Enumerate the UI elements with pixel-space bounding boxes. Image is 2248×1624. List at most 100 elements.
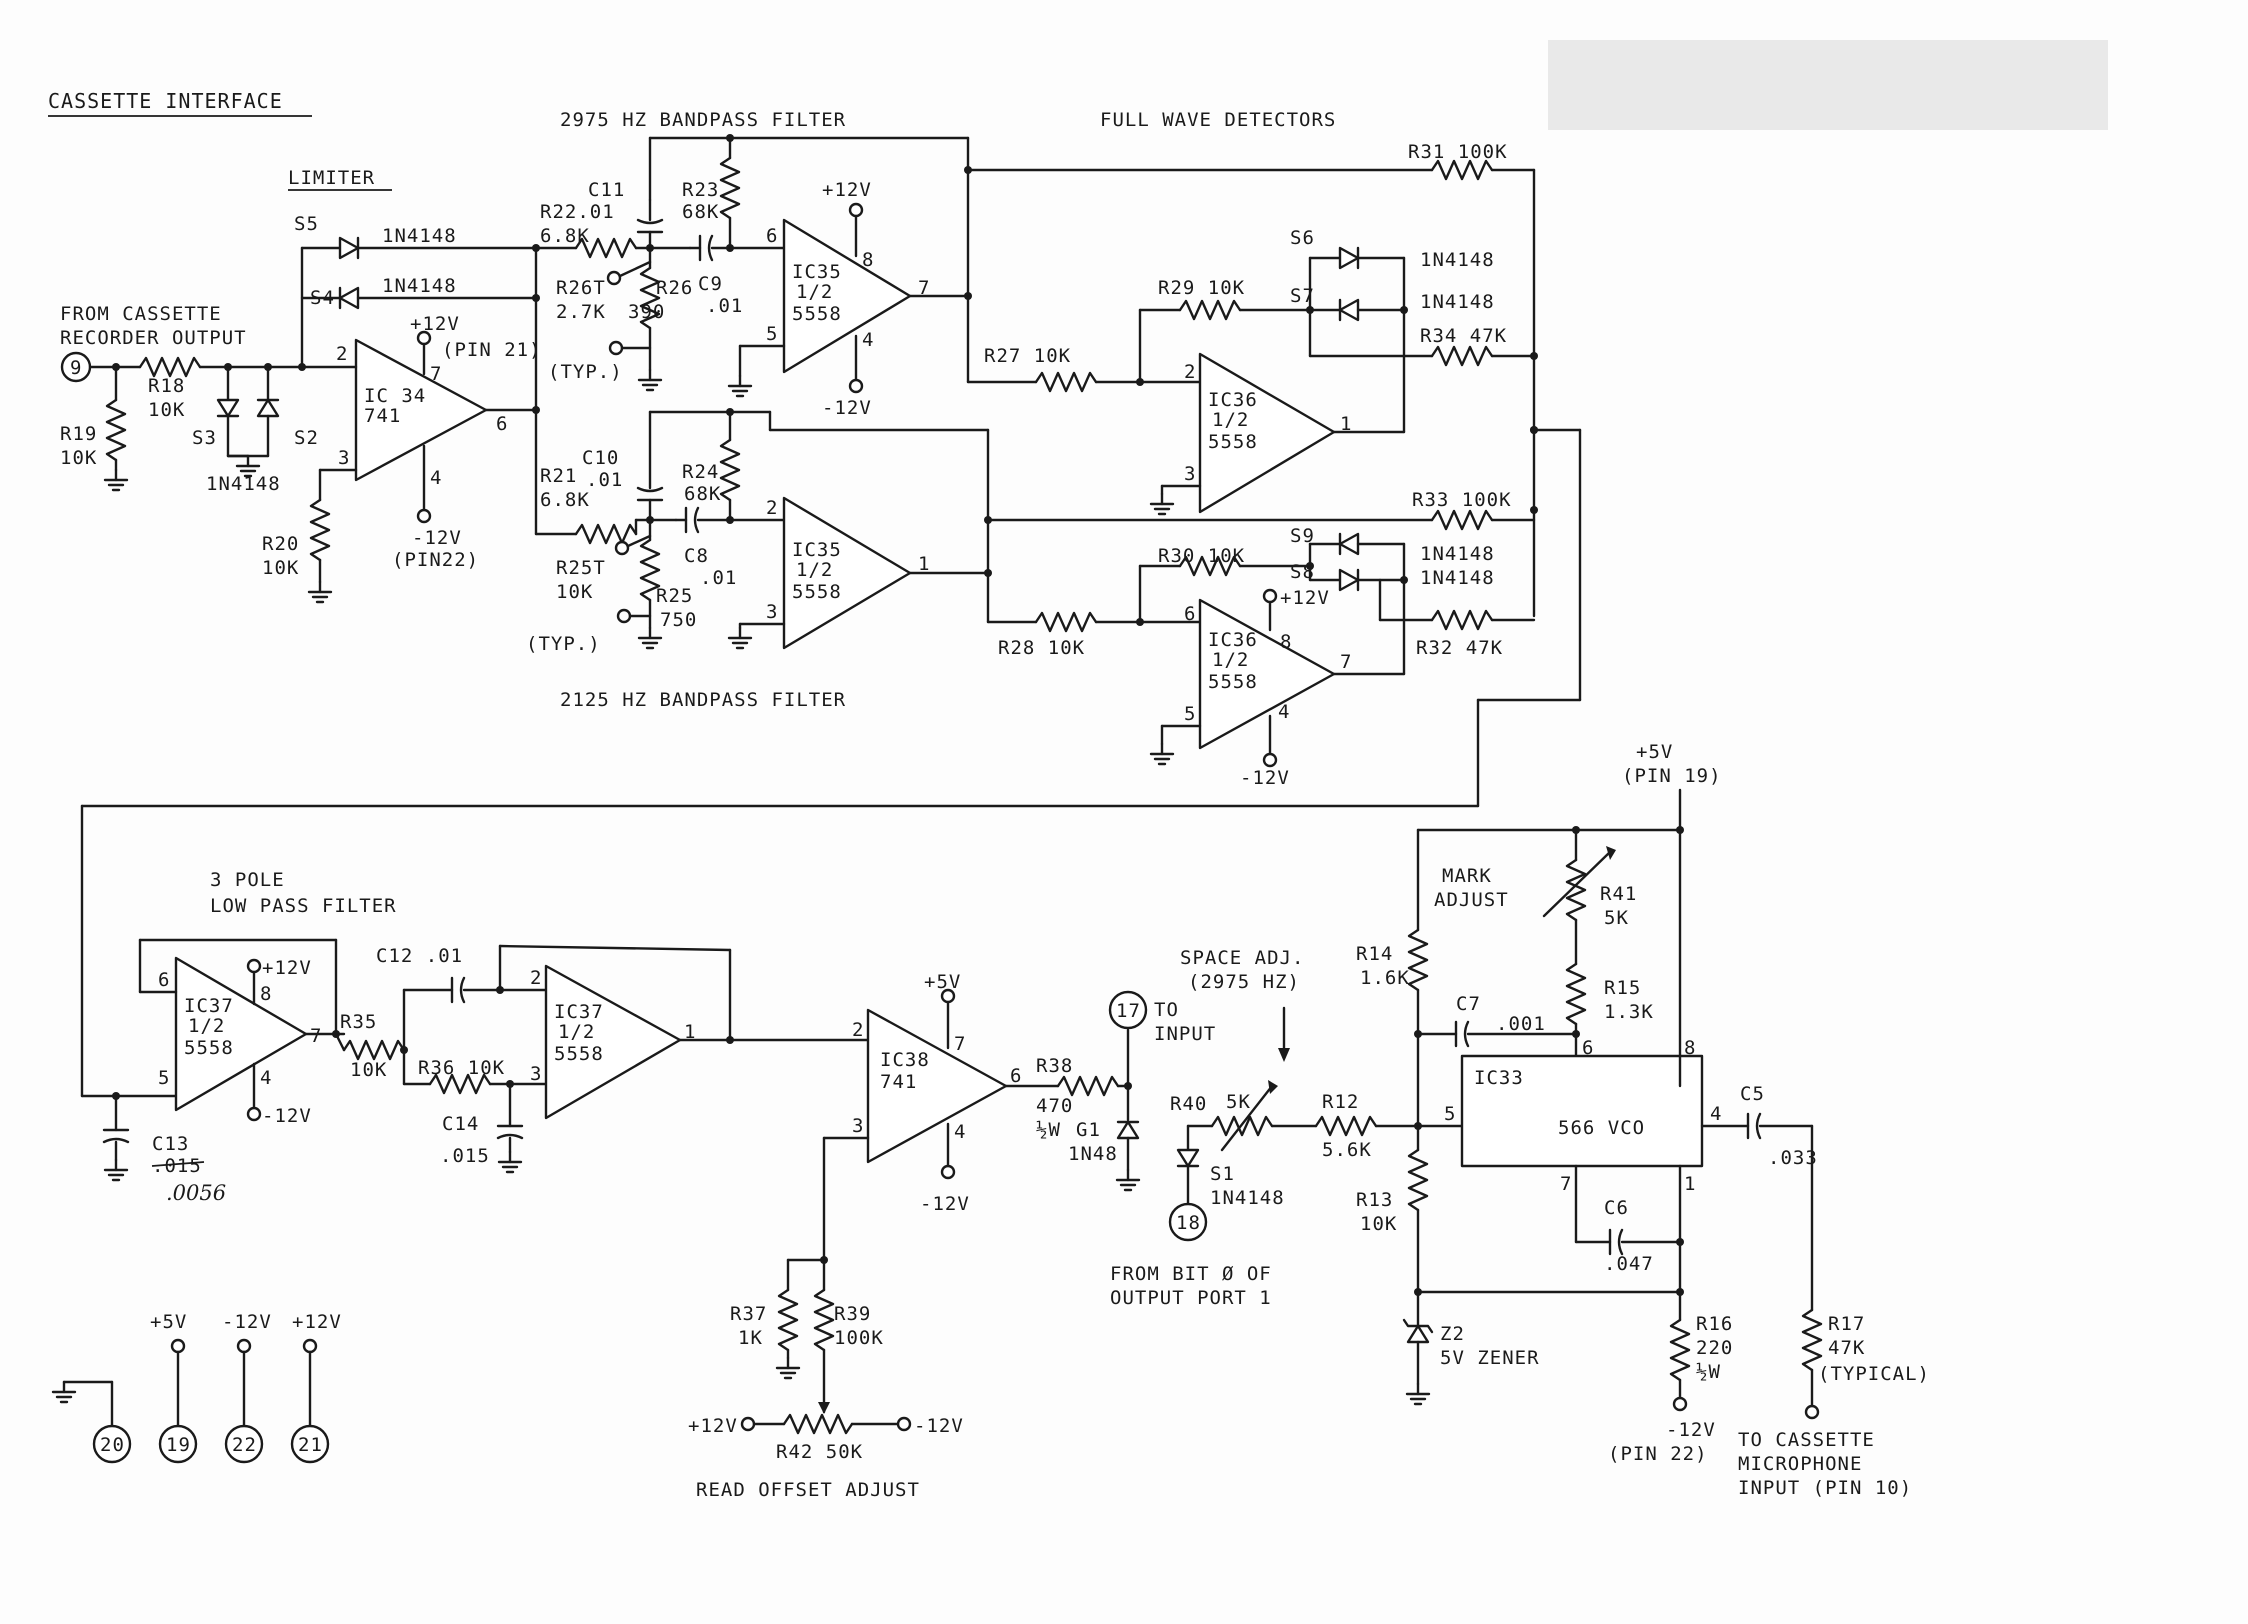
svg-text:68K: 68K bbox=[682, 201, 719, 223]
svg-text:2.7K: 2.7K bbox=[556, 301, 606, 323]
space-adj-label-1: SPACE ADJ. bbox=[1180, 947, 1304, 969]
mark-adjust-label-2: ADJUST bbox=[1434, 889, 1509, 911]
resistor-r23 bbox=[719, 156, 741, 220]
svg-text:½W: ½W bbox=[1036, 1119, 1061, 1141]
svg-text:+5V: +5V bbox=[1636, 741, 1673, 763]
svg-text:C9: C9 bbox=[698, 273, 723, 295]
svg-text:C12 .01: C12 .01 bbox=[376, 945, 463, 967]
svg-text:1: 1 bbox=[918, 553, 930, 575]
svg-text:S4: S4 bbox=[310, 287, 335, 309]
svg-text:8: 8 bbox=[862, 249, 874, 271]
resistor-r17 bbox=[1801, 1308, 1823, 1372]
svg-text:(PIN 21): (PIN 21) bbox=[442, 339, 542, 361]
svg-text:C14: C14 bbox=[442, 1113, 479, 1135]
zener-z2 bbox=[1406, 1324, 1430, 1344]
svg-text:2: 2 bbox=[530, 967, 542, 989]
resistor-r34 bbox=[1430, 345, 1494, 367]
ic33-566-vco bbox=[1460, 1054, 1704, 1168]
svg-text:7: 7 bbox=[918, 277, 930, 299]
svg-text:-12V: -12V bbox=[920, 1193, 970, 1215]
svg-text:-12V: -12V bbox=[262, 1105, 312, 1127]
svg-text:4: 4 bbox=[430, 467, 442, 489]
svg-text:566 VCO: 566 VCO bbox=[1558, 1117, 1645, 1139]
svg-text:R26T: R26T bbox=[556, 277, 606, 299]
svg-text:S7: S7 bbox=[1290, 285, 1315, 307]
resistor-r29 bbox=[1178, 299, 1242, 321]
svg-text:R24: R24 bbox=[682, 461, 719, 483]
svg-text:-12V: -12V bbox=[1666, 1419, 1716, 1441]
svg-text:S5: S5 bbox=[294, 213, 319, 235]
svg-text:1.6K: 1.6K bbox=[1360, 967, 1410, 989]
svg-text:R25T: R25T bbox=[556, 557, 606, 579]
svg-text:+12V: +12V bbox=[262, 957, 312, 979]
diode-s1 bbox=[1176, 1148, 1200, 1168]
to-cassette-label-2: MICROPHONE bbox=[1738, 1453, 1862, 1475]
svg-text:4: 4 bbox=[1278, 701, 1290, 723]
to-cassette-label-1: TO CASSETTE bbox=[1738, 1429, 1875, 1451]
svg-text:IC36: IC36 bbox=[1208, 629, 1258, 651]
opamp-ic34 bbox=[354, 338, 488, 482]
svg-text:IC36: IC36 bbox=[1208, 389, 1258, 411]
svg-text:.01: .01 bbox=[586, 469, 623, 491]
svg-text:+12V: +12V bbox=[688, 1415, 738, 1437]
svg-text:IC35: IC35 bbox=[792, 539, 842, 561]
output-port-label: OUTPUT PORT 1 bbox=[1110, 1287, 1272, 1309]
bandpass-2125-title: 2125 HZ BANDPASS FILTER bbox=[560, 689, 846, 711]
svg-text:S8: S8 bbox=[1290, 561, 1315, 583]
to-input-label-2: INPUT bbox=[1154, 1023, 1216, 1045]
svg-text:1.3K: 1.3K bbox=[1604, 1001, 1654, 1023]
svg-text:S2: S2 bbox=[294, 427, 319, 449]
svg-text:7: 7 bbox=[954, 1033, 966, 1055]
svg-text:(TYP.): (TYP.) bbox=[548, 361, 623, 383]
svg-text:R36 10K: R36 10K bbox=[418, 1057, 505, 1079]
svg-text:6: 6 bbox=[1582, 1037, 1594, 1059]
svg-text:5.6K: 5.6K bbox=[1322, 1139, 1372, 1161]
svg-text:R35: R35 bbox=[340, 1011, 377, 1033]
resistor-r20 bbox=[309, 498, 331, 562]
svg-text:8: 8 bbox=[1684, 1037, 1696, 1059]
opamp-ic37-a bbox=[174, 956, 308, 1112]
connector-19 bbox=[158, 1424, 198, 1464]
svg-text:8: 8 bbox=[260, 983, 272, 1005]
svg-text:-12V: -12V bbox=[412, 527, 462, 549]
svg-text:R25: R25 bbox=[656, 585, 693, 607]
svg-text:-12V: -12V bbox=[1240, 767, 1290, 789]
diode-g1 bbox=[1116, 1120, 1140, 1140]
connector-21 bbox=[290, 1424, 330, 1464]
svg-text:5558: 5558 bbox=[184, 1037, 234, 1059]
svg-text:1/2: 1/2 bbox=[558, 1021, 595, 1043]
svg-text:S3: S3 bbox=[192, 427, 217, 449]
svg-text:C11: C11 bbox=[588, 179, 625, 201]
svg-text:IC38: IC38 bbox=[880, 1049, 930, 1071]
svg-text:6: 6 bbox=[766, 225, 778, 247]
resistor-r38 bbox=[1056, 1075, 1120, 1097]
resistor-r39 bbox=[813, 1288, 835, 1352]
connector-18 bbox=[1168, 1202, 1208, 1242]
svg-text:R41: R41 bbox=[1600, 883, 1637, 905]
diode-s5 bbox=[338, 236, 360, 260]
svg-text:IC37: IC37 bbox=[184, 995, 234, 1017]
svg-text:8: 8 bbox=[1280, 631, 1292, 653]
svg-text:2: 2 bbox=[766, 497, 778, 519]
diode-s8 bbox=[1338, 568, 1360, 592]
svg-text:10K: 10K bbox=[60, 447, 97, 469]
svg-text:21: 21 bbox=[298, 1434, 323, 1456]
svg-text:R38: R38 bbox=[1036, 1055, 1073, 1077]
svg-text:470: 470 bbox=[1036, 1095, 1073, 1117]
svg-text:(TYP.): (TYP.) bbox=[526, 633, 601, 655]
svg-text:5: 5 bbox=[1444, 1103, 1456, 1125]
svg-text:741: 741 bbox=[364, 405, 401, 427]
svg-text:7: 7 bbox=[1560, 1173, 1572, 1195]
svg-text:1/2: 1/2 bbox=[796, 281, 833, 303]
svg-text:3: 3 bbox=[530, 1063, 542, 1085]
resistor-r24 bbox=[719, 438, 741, 502]
svg-text:4: 4 bbox=[862, 329, 874, 351]
svg-text:R27 10K: R27 10K bbox=[984, 345, 1071, 367]
bandpass-2975-title: 2975 HZ BANDPASS FILTER bbox=[560, 109, 846, 131]
resistor-r15 bbox=[1565, 962, 1587, 1026]
from-bit-label: FROM BIT Ø OF bbox=[1110, 1263, 1272, 1285]
svg-text:3: 3 bbox=[766, 601, 778, 623]
svg-text:S1: S1 bbox=[1210, 1163, 1235, 1185]
svg-text:5K: 5K bbox=[1604, 907, 1629, 929]
svg-text:1N4148: 1N4148 bbox=[1210, 1187, 1285, 1209]
